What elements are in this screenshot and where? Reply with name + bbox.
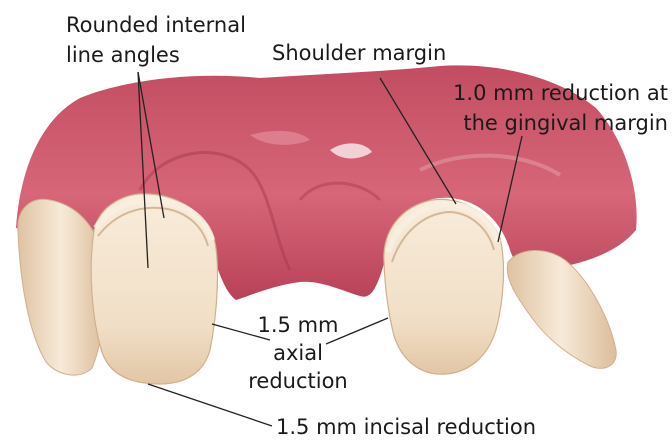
label-axial-reduction-line-3: reduction: [240, 366, 356, 396]
label-rounded-internal-line-2: line angles: [66, 40, 180, 70]
label-incisal-reduction: 1.5 mm incisal reduction: [276, 412, 536, 442]
label-axial-reduction-line-2: axial: [250, 338, 346, 368]
label-gingival-reduction-line-2: the gingival margin: [463, 108, 668, 138]
label-gingival-reduction-line-1: 1.0 mm reduction at: [453, 78, 668, 108]
label-shoulder-margin: Shoulder margin: [272, 38, 446, 68]
label-rounded-internal-line-1: Rounded internal: [66, 10, 246, 40]
tooth-right-outer: [507, 250, 616, 368]
label-axial-reduction-line-1: 1.5 mm: [250, 310, 346, 340]
